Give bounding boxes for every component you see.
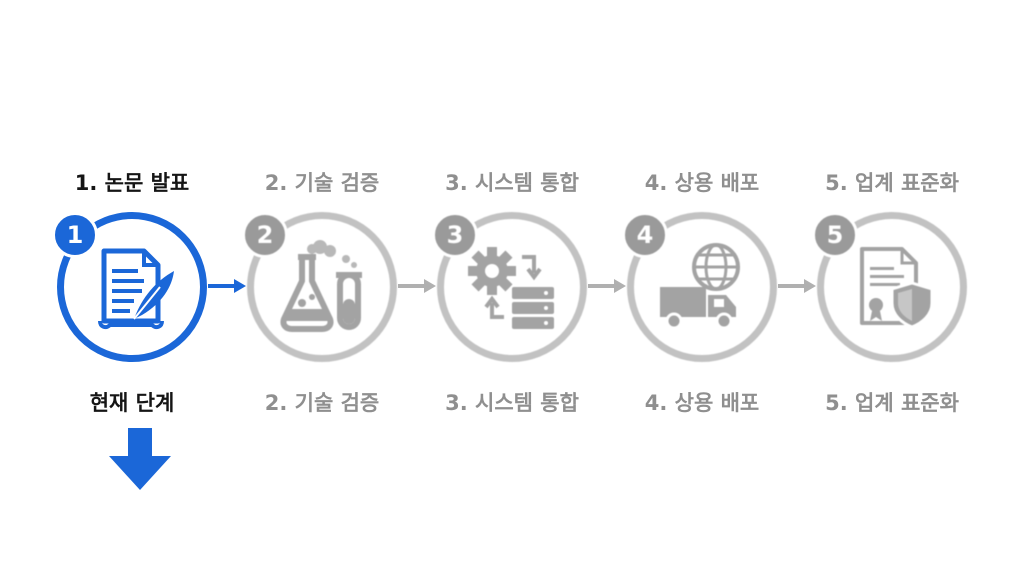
step-2-badge: 2: [242, 212, 288, 258]
step-1-status: 현재 단계: [89, 391, 175, 415]
down-arrow-icon: [109, 428, 171, 490]
step-1-badge: 1: [52, 212, 98, 258]
step-1-title: 1. 논문 발표: [74, 171, 190, 195]
step-4-badge: 4: [622, 212, 668, 258]
step-5-badge: 5: [812, 212, 858, 258]
step-4-title: 4. 상용 배포: [644, 171, 760, 195]
certificate-shield-icon: [842, 237, 942, 337]
connector-arrow-4: [778, 278, 818, 294]
step-3-title: 3. 시스템 통합: [445, 171, 579, 195]
connector-arrow-1: [208, 278, 248, 294]
connector-arrow-3: [588, 278, 628, 294]
step-2-title: 2. 기술 검증: [264, 171, 380, 195]
step-5-status: 5. 업계 표준화: [825, 391, 959, 415]
step-3-status: 3. 시스템 통합: [445, 391, 579, 415]
paper-quill-icon: [82, 237, 182, 337]
step-2-status: 2. 기술 검증: [264, 391, 380, 415]
step-3-badge: 3: [432, 212, 478, 258]
globe-truck-icon: [652, 237, 752, 337]
connector-arrow-2: [398, 278, 438, 294]
step-5-title: 5. 업계 표준화: [825, 171, 959, 195]
step-4-status: 4. 상용 배포: [644, 391, 760, 415]
gear-server-icon: [462, 237, 562, 337]
lab-flask-icon: [272, 237, 372, 337]
